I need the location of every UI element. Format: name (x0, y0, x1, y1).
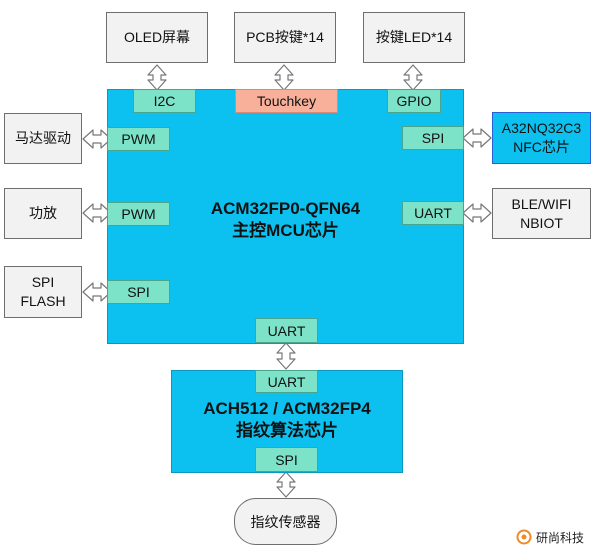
spi-flash-label-line2: FLASH (20, 293, 66, 309)
nfc-chip-label-line2: NFC芯片 (513, 139, 570, 155)
port-i2c: I2C (133, 89, 196, 113)
main-mcu-title-line1: ACM32FP0-QFN64 (210, 199, 361, 218)
port-spi-bottom-label: SPI (275, 451, 298, 468)
spi-flash-box: SPI FLASH (4, 266, 82, 318)
spi-flash-label-line1: SPI (31, 274, 55, 290)
port-uart-top: UART (255, 370, 318, 393)
amplifier-box: 功放 (4, 188, 82, 239)
port-uart-ble-label: UART (414, 205, 452, 221)
arrow-oled-i2c (147, 64, 167, 91)
port-touchkey-label: Touchkey (256, 93, 317, 109)
fingerprint-chip-title-line2: 指纹算法芯片 (236, 421, 338, 440)
port-gpio: GPIO (387, 89, 441, 113)
port-touchkey: Touchkey (235, 89, 338, 113)
nfc-chip-label-line1: A32NQ32C3 (501, 120, 582, 136)
port-gpio-label: GPIO (396, 93, 432, 109)
main-mcu-title: ACM32FP0-QFN64 主控MCU芯片 (107, 196, 464, 244)
arrow-spi-sensor (276, 471, 296, 498)
port-uart-bottom: UART (255, 318, 318, 343)
pcb-keys-label: PCB按键*14 (246, 29, 324, 45)
oled-screen-label: OLED屏幕 (123, 29, 191, 45)
company-logo: 研尚科技 (516, 528, 598, 546)
main-mcu-title-line2: 主控MCU芯片 (232, 221, 339, 240)
oled-screen-box: OLED屏幕 (106, 12, 208, 63)
arrow-uart-uart (276, 342, 296, 370)
ble-wifi-label-line2: NBIOT (520, 214, 563, 231)
port-pwm-motor-label: PWM (121, 131, 156, 147)
pcb-keys-box: PCB按键*14 (234, 12, 336, 63)
arrow-spi-nfc (462, 128, 492, 148)
port-i2c-label: I2C (153, 93, 176, 109)
fingerprint-chip-title: ACH512 / ACM32FP4 指纹算法芯片 (171, 397, 403, 443)
port-uart-bottom-label: UART (267, 322, 306, 339)
port-uart-ble: UART (402, 201, 464, 225)
fingerprint-sensor: 指纹传感器 (234, 498, 337, 545)
nfc-chip-box: A32NQ32C3 NFC芯片 (492, 112, 591, 164)
port-spi-bottom: SPI (255, 447, 318, 472)
motor-driver-box: 马达驱动 (4, 113, 82, 164)
port-spi-flash: SPI (107, 280, 170, 304)
arrow-uart-ble (462, 203, 492, 223)
logo-text: 研尚科技 (536, 530, 585, 545)
port-pwm-amp-label: PWM (121, 206, 156, 222)
fingerprint-sensor-label: 指纹传感器 (250, 513, 321, 530)
arrow-led-gpio (403, 64, 423, 91)
ble-wifi-box: BLE/WIFI NBIOT (492, 188, 591, 239)
arrow-pcb-touchkey (274, 64, 294, 91)
port-uart-top-label: UART (267, 373, 306, 390)
motor-driver-label: 马达驱动 (15, 130, 71, 146)
port-pwm-amp: PWM (107, 202, 170, 226)
ble-wifi-label-line1: BLE/WIFI (511, 195, 572, 212)
port-spi-flash-label: SPI (127, 284, 150, 300)
fingerprint-chip-title-line1: ACH512 / ACM32FP4 (203, 399, 371, 418)
key-led-label: 按键LED*14 (375, 29, 453, 45)
amplifier-label: 功放 (29, 205, 57, 221)
logo-icon (516, 529, 532, 545)
key-led-box: 按键LED*14 (363, 12, 465, 63)
port-spi-nfc-label: SPI (421, 130, 445, 146)
port-spi-nfc: SPI (402, 126, 464, 150)
port-pwm-motor: PWM (107, 127, 170, 151)
